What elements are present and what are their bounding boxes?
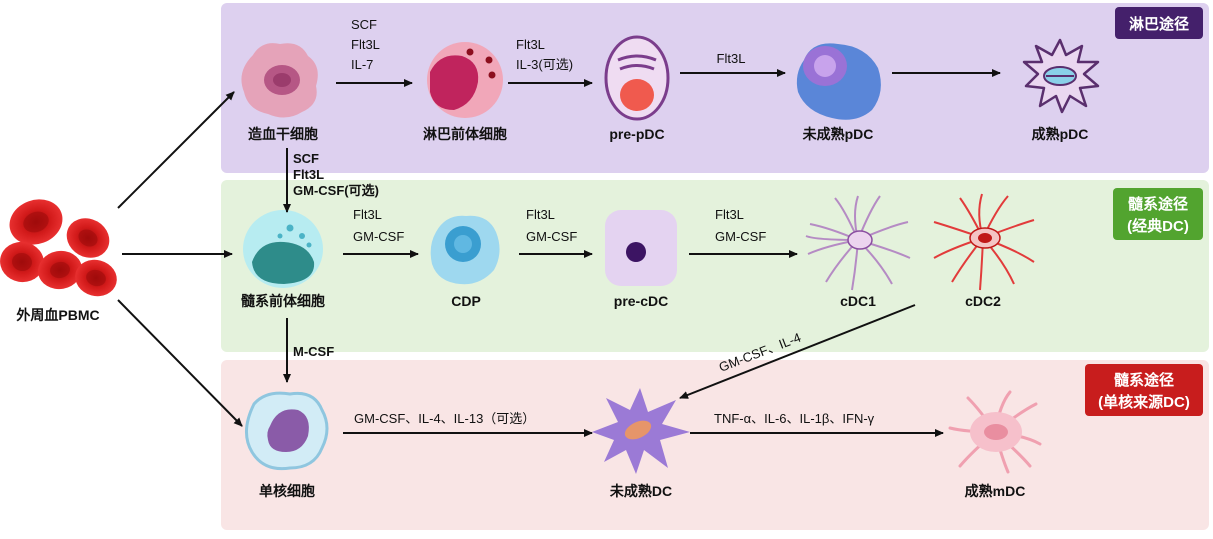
- label-hsc-clp-1: SCF: [351, 17, 377, 32]
- label-cmp-mono: M-CSF: [293, 344, 334, 359]
- red-blood-cells-icon: [0, 199, 117, 297]
- label-prepdc-immpdc: Flt3L: [717, 51, 746, 66]
- cell-label-immature-dc: 未成熟DC: [610, 483, 672, 499]
- immature-pdc-icon: [796, 43, 881, 120]
- lymphoid-pathway-badge: 淋巴途径: [1115, 7, 1203, 39]
- cell-label-mature-mdc: 成熟mDC: [965, 483, 1026, 499]
- badge-myeloid-line2: (经典DC): [1127, 217, 1189, 235]
- label-cmp-cdp-1: Flt3L: [353, 207, 382, 222]
- label-cdp-precdc-1: Flt3L: [526, 207, 555, 222]
- cell-label-cmp: 髓系前体细胞: [241, 293, 325, 309]
- label-hsc-cmp-3: GM-CSF(可选): [293, 183, 379, 198]
- label-cdp-precdc-2: GM-CSF: [526, 229, 577, 244]
- mature-mdc-nucleus: [984, 424, 1008, 440]
- lymphoid-progenitor-icon: [427, 42, 503, 118]
- hematopoietic-stem-cell-icon: [241, 43, 318, 118]
- cell-label-pbmc: 外周血PBMC: [16, 307, 99, 323]
- label-hsc-clp-2: Flt3L: [351, 37, 380, 52]
- cell-label-pre-cdc: pre-cDC: [614, 293, 668, 309]
- label-clp-prepdc-2: IL-3(可选): [516, 57, 573, 72]
- cdc1-body: [847, 230, 873, 250]
- cell-label-cdc1: cDC1: [840, 293, 876, 309]
- pre-pdc-icon: [604, 35, 670, 121]
- pre-cdc-icon: [605, 210, 677, 286]
- label-hsc-cmp-2: Flt3L: [293, 167, 324, 182]
- badge-lymphoid-text: 淋巴途径: [1129, 15, 1189, 33]
- label-precdc-cdc1-1: Flt3L: [715, 207, 744, 222]
- immature-dc-icon: [592, 388, 690, 474]
- cell-label-pre-pdc: pre-pDC: [609, 126, 664, 142]
- monocyte-band: [221, 360, 1209, 530]
- label-hsc-clp-3: IL-7: [351, 57, 373, 72]
- cell-label-cdp: CDP: [451, 293, 481, 309]
- monocyte-icon: [245, 391, 329, 471]
- label-mono-immdc: GM-CSF、IL-4、IL-13（可选）: [354, 411, 535, 426]
- cdc2-nucleus: [978, 233, 992, 243]
- myeloid-progenitor-icon: [243, 210, 323, 288]
- cell-label-cdc2: cDC2: [965, 293, 1001, 309]
- monocyte-pathway-badge: 髓系途径 (单核来源DC): [1085, 364, 1203, 416]
- badge-monocyte-line1: 髓系途径: [1114, 371, 1174, 389]
- badge-monocyte-line2: (单核来源DC): [1098, 393, 1190, 411]
- label-cmp-cdp-2: GM-CSF: [353, 229, 404, 244]
- mature-pdc-icon: [1022, 38, 1100, 114]
- cdp-icon: [430, 215, 500, 285]
- arrow-cdc2-immdc: [679, 304, 916, 399]
- cell-label-mature-pdc: 成熟pDC: [1032, 126, 1089, 142]
- cell-label-clp: 淋巴前体细胞: [423, 126, 507, 142]
- cell-label-immature-pdc: 未成熟pDC: [803, 126, 874, 142]
- cell-label-monocyte: 单核细胞: [259, 483, 315, 499]
- arrow-pbmc-hsc: [117, 91, 235, 209]
- myeloid-band: [221, 180, 1209, 352]
- myeloid-pathway-badge: 髓系途径 (经典DC): [1113, 188, 1203, 240]
- label-hsc-cmp-1: SCF: [293, 151, 319, 166]
- badge-myeloid-line1: 髓系途径: [1128, 195, 1188, 213]
- label-precdc-cdc1-2: GM-CSF: [715, 229, 766, 244]
- label-clp-prepdc-1: Flt3L: [516, 37, 545, 52]
- cell-label-hsc: 造血干细胞: [248, 126, 318, 142]
- arrow-pbmc-mono: [117, 299, 243, 427]
- label-immdc-mdc: TNF-α、IL-6、IL-1β、IFN-γ: [714, 411, 875, 426]
